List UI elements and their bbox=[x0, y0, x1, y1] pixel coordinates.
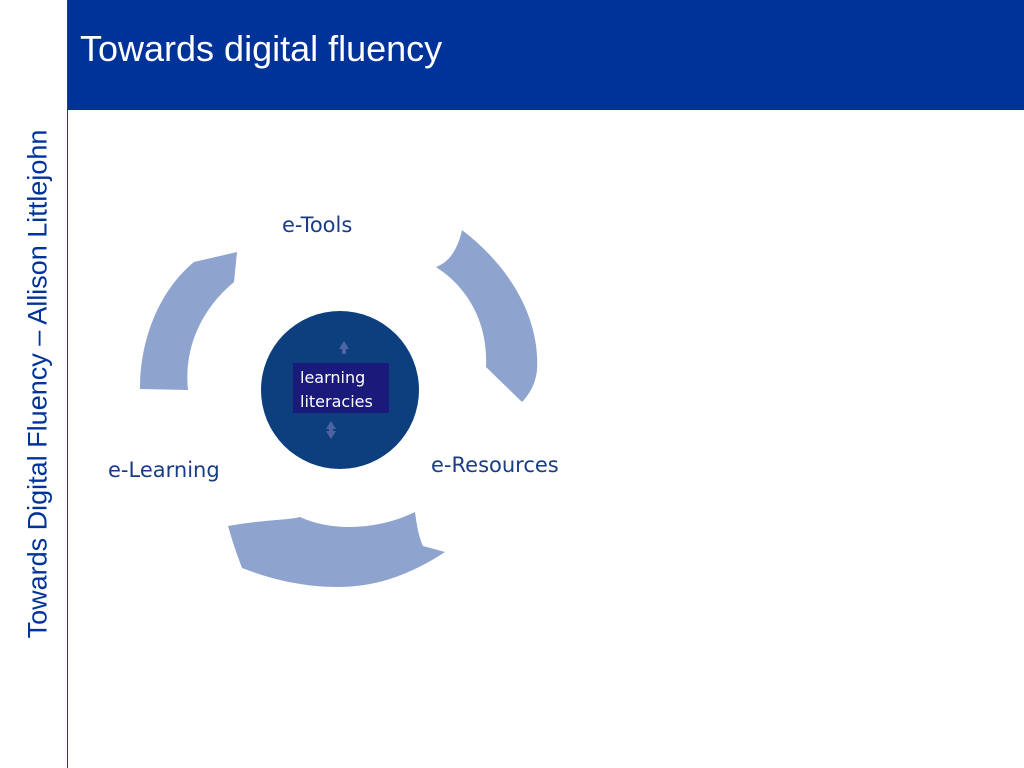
center-label-box bbox=[293, 363, 389, 413]
sidebar: Towards Digital Fluency – Allison Little… bbox=[0, 0, 68, 768]
center-label-line1: learning bbox=[300, 368, 365, 387]
label-e-learning: e-Learning bbox=[108, 458, 220, 482]
arc-right bbox=[436, 230, 538, 402]
arc-bottom bbox=[228, 512, 445, 587]
label-e-resources: e-Resources bbox=[431, 453, 559, 477]
center-label-line2: literacies bbox=[300, 392, 373, 411]
header-bar: Towards digital fluency bbox=[68, 0, 1024, 110]
label-e-tools: e-Tools bbox=[282, 213, 352, 237]
arc-left-upper bbox=[140, 252, 237, 390]
page-title: Towards digital fluency bbox=[80, 28, 443, 69]
up-down-arrows-icon bbox=[326, 341, 349, 439]
